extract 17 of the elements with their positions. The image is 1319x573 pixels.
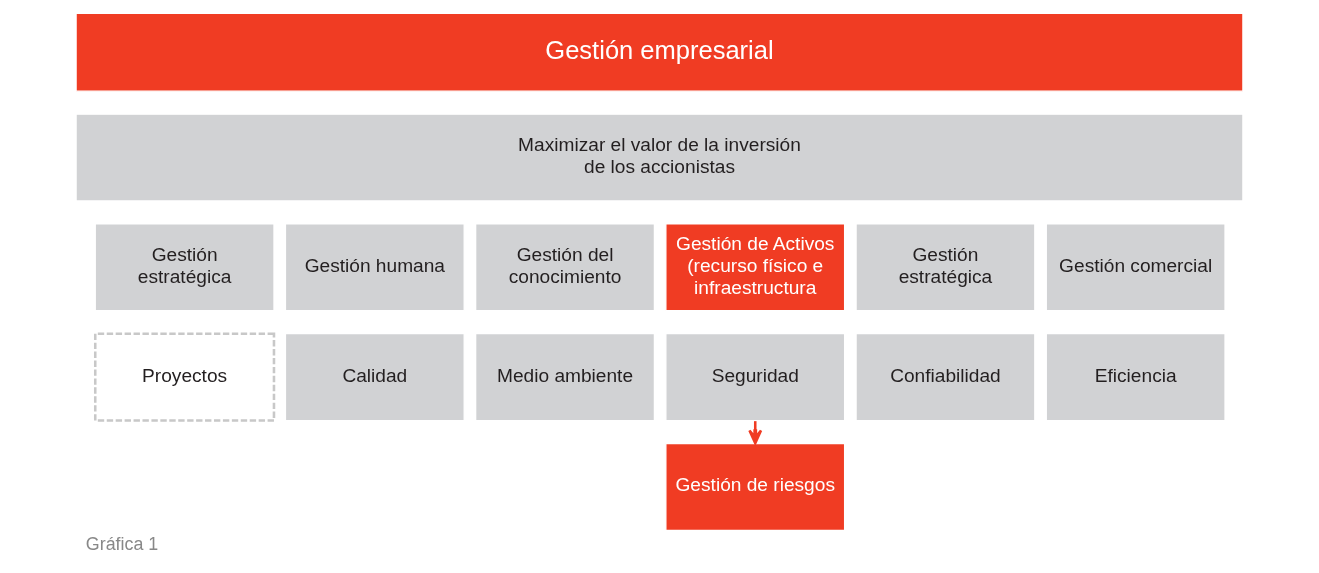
node-box: Gestión estratégica	[855, 223, 1036, 312]
node-box: Confiabilidad	[855, 333, 1036, 422]
node-box: Gestión de Activos (recurso físico e infraestructura	[665, 223, 846, 312]
node-box: Maximizar el valor de la inversión de los accionistas	[75, 113, 1244, 202]
node-box: Proyectos	[93, 332, 276, 422]
node-box: Seguridad	[665, 333, 846, 422]
node-box: Gestión humana	[284, 223, 465, 312]
node-box: Gestión de riesgos	[665, 442, 846, 531]
node-box: Calidad	[284, 333, 465, 422]
caption: Gráfica 1	[85, 533, 159, 554]
node-box: Gestión del conocimiento	[475, 223, 656, 312]
node-box: Gestión comercial	[1045, 223, 1226, 312]
node-box: Gestión estratégica	[94, 223, 275, 312]
node-box: Medio ambiente	[475, 333, 656, 422]
arrow	[748, 421, 763, 445]
node-box: Gestión empresarial	[75, 12, 1244, 92]
node-box: Eficiencia	[1045, 333, 1226, 422]
